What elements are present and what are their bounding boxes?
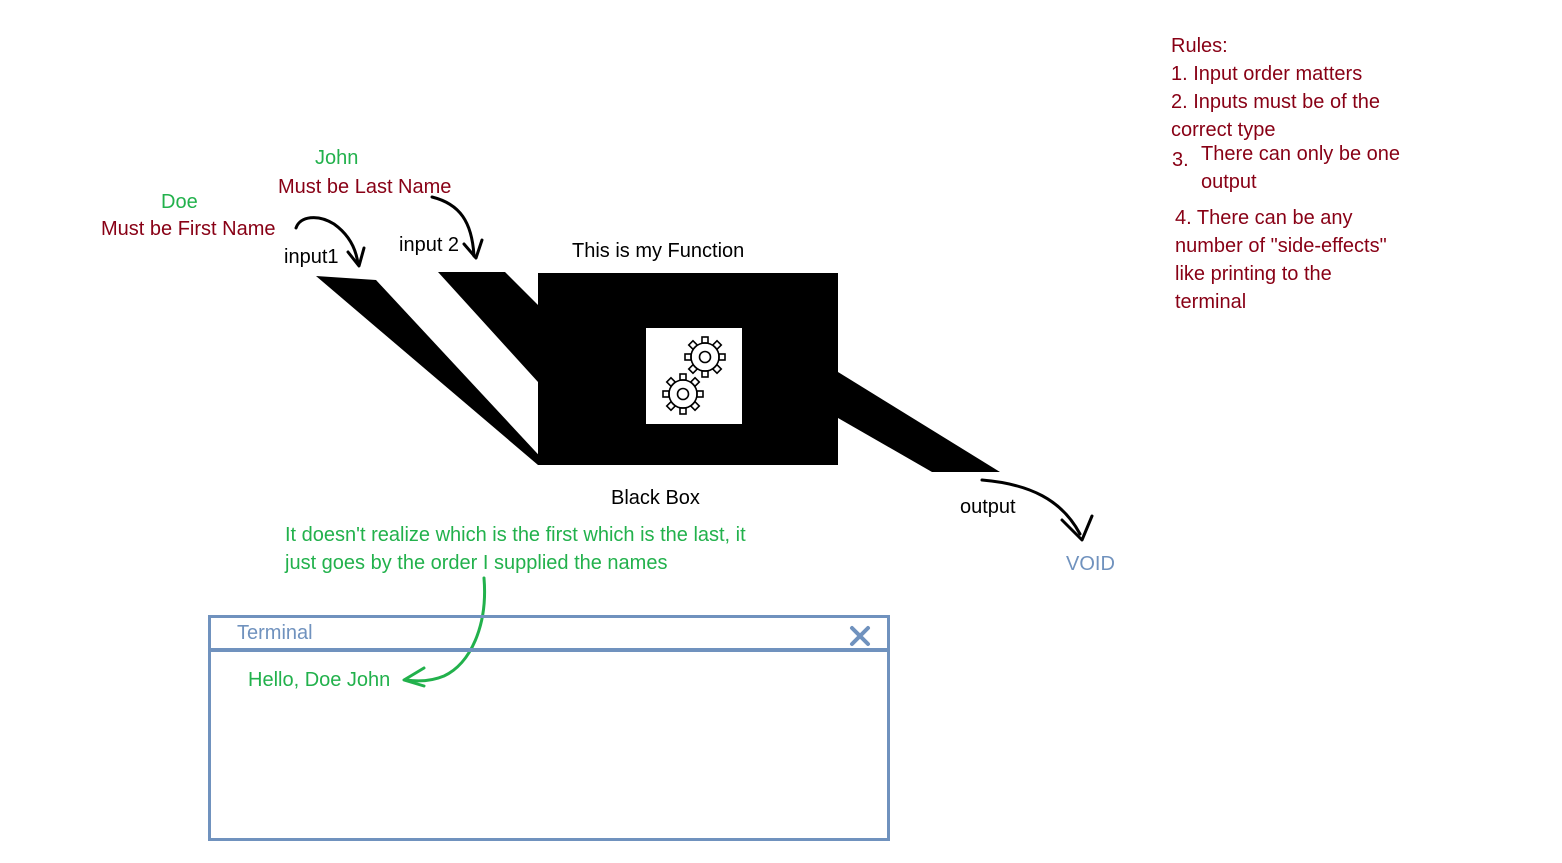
last-name-arrow-head — [462, 238, 484, 260]
close-icon[interactable] — [847, 623, 873, 649]
rule-3-number: 3. — [1172, 149, 1189, 171]
order-note-line1: It doesn't realize which is the first wh… — [285, 524, 746, 546]
rule-1-line-1: 1. Input order matters — [1171, 63, 1363, 85]
output-arrow-head — [1060, 514, 1094, 542]
last-name-note: Must be Last Name — [278, 176, 452, 198]
rule-4-line-1: 4. There can be any — [1175, 207, 1353, 229]
order-note-arrow-head — [402, 666, 426, 688]
rule-4-line-4: terminal — [1175, 291, 1247, 313]
john-label: John — [315, 147, 359, 169]
rule-2-line-2: correct type — [1171, 119, 1276, 141]
void-label: VOID — [1066, 553, 1115, 575]
rules-heading: Rules: — [1171, 35, 1228, 57]
terminal-titlebar: Terminal — [211, 618, 887, 652]
output-label: output — [960, 496, 1016, 518]
terminal-title: Terminal — [237, 622, 313, 644]
input2-label: input 2 — [399, 234, 460, 256]
rule-2-line-1: 2. Inputs must be of the — [1171, 91, 1381, 113]
input2-funnel — [438, 272, 538, 382]
first-name-arrow-head — [346, 246, 366, 268]
order-note-line2: just goes by the order I supplied the na… — [285, 552, 668, 574]
rule-3-line-1: There can only be one — [1201, 143, 1401, 165]
terminal-output-line: Hello, Doe John — [248, 669, 391, 691]
gears-icon — [662, 336, 726, 415]
doe-label: Doe — [161, 191, 198, 213]
output-funnel — [838, 372, 1000, 472]
output-arrow — [980, 478, 1082, 536]
black-box-label: Black Box — [611, 487, 700, 509]
input1-label: input1 — [284, 246, 339, 268]
rule-4-line-2: number of "side-effects" — [1175, 235, 1387, 257]
terminal-window: Terminal Hello, Doe John — [208, 615, 890, 841]
function-title: This is my Function — [572, 240, 745, 262]
gears-panel — [646, 328, 742, 424]
rule-3-line-2: output — [1201, 171, 1257, 193]
input1-funnel — [316, 276, 548, 465]
order-note-arrow — [404, 576, 487, 683]
rule-4-line-3: like printing to the — [1175, 263, 1332, 285]
first-name-arrow — [294, 216, 360, 266]
last-name-arrow — [430, 195, 476, 258]
first-name-note: Must be First Name — [101, 218, 276, 240]
